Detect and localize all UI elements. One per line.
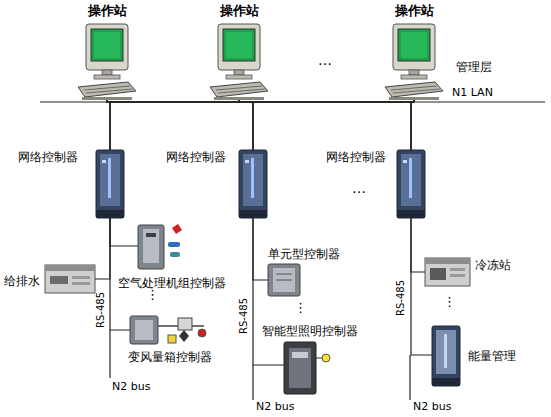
- bus-connector: [95, 218, 110, 279]
- bus-connector: [411, 100, 414, 150]
- bus-connector: [110, 218, 138, 246]
- energy-management: 能量管理: [432, 326, 460, 386]
- bus-type: RS-485: [238, 298, 250, 334]
- node-label: 网络控制器: [18, 150, 78, 164]
- bus-type: RS-485: [395, 280, 407, 316]
- bus-type: RS-485: [95, 292, 107, 328]
- bus-connector: [107, 100, 253, 150]
- bus-connector: [107, 100, 411, 150]
- node-label: 操作站: [220, 4, 259, 18]
- node-label: 操作站: [395, 4, 434, 18]
- vertical-ellipsis: ⋮: [146, 287, 159, 302]
- node-label: 网络控制器: [166, 150, 226, 164]
- vertical-ellipsis: ⋮: [294, 300, 307, 315]
- layer-label: 管理层: [456, 60, 492, 74]
- water-system: 给排水: [45, 265, 95, 293]
- bus-label: N2 bus: [413, 400, 451, 413]
- network-controller: 网络控制器: [239, 150, 267, 218]
- bus-connector: [239, 100, 253, 150]
- ahu-controller: 空气处理机组控制器: [138, 222, 184, 270]
- unit-controller: 单元型控制器: [268, 264, 300, 296]
- chiller-plant: 冷冻站: [425, 258, 470, 286]
- bus-connector: [239, 100, 411, 150]
- node-label: 变风量箱控制器: [128, 350, 212, 364]
- node-label: 能量管理: [468, 349, 516, 363]
- bus-label: N2 bus: [112, 380, 150, 393]
- network-label: N1 LAN: [452, 86, 493, 99]
- bus-connector: [411, 218, 425, 272]
- bus-label: N2 bus: [256, 400, 294, 413]
- bus-connector: [110, 100, 239, 150]
- node-label: 网络控制器: [326, 150, 386, 164]
- node-label: 给排水: [4, 274, 40, 288]
- bus-connector: [253, 100, 414, 150]
- vav-controller: 变风量箱控制器: [130, 314, 210, 346]
- node-label: 冷冻站: [475, 258, 511, 272]
- operator-station: 操作站: [385, 24, 443, 100]
- bus-connector: [110, 100, 414, 150]
- vertical-ellipsis: ⋮: [443, 294, 456, 309]
- bus-connector: [411, 218, 432, 355]
- network-controller: 网络控制器: [96, 150, 124, 218]
- network-controller: 网络控制器: [397, 150, 425, 218]
- operator-station: 操作站: [210, 24, 268, 100]
- bus-connector: [253, 218, 284, 365]
- lighting-controller: 智能型照明控制器: [284, 342, 331, 394]
- ellipsis: …: [318, 52, 332, 68]
- bus-connector: [110, 218, 130, 330]
- bus-connector: [253, 218, 268, 280]
- node-label: 单元型控制器: [268, 247, 340, 261]
- operator-station: 操作站: [78, 24, 136, 100]
- node-label: 操作站: [88, 4, 127, 18]
- node-label: 智能型照明控制器: [262, 324, 358, 338]
- node-label: 空气处理机组控制器: [118, 276, 226, 290]
- ellipsis: …: [352, 180, 366, 196]
